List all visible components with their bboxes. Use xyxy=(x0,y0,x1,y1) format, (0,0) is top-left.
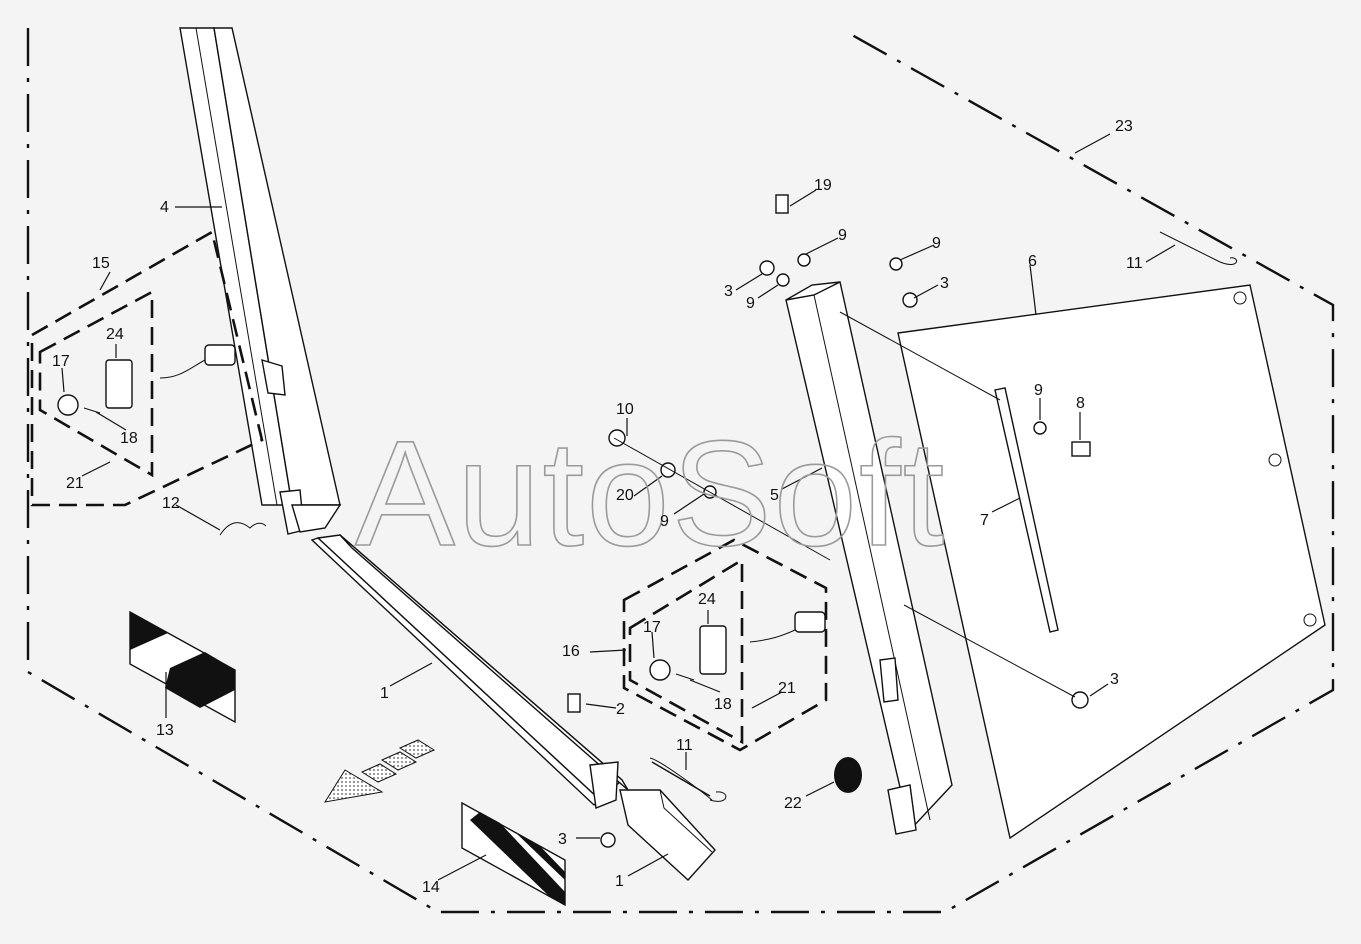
callout-15: 15 xyxy=(92,255,110,272)
callout-24a: 24 xyxy=(106,326,124,343)
part-7-strip xyxy=(994,387,1059,633)
callout-17a: 17 xyxy=(52,353,70,370)
callout-11b: 11 xyxy=(1126,255,1143,272)
callout-labels: 4 19 9 9 3 3 9 6 9 8 7 11 23 10 20 9 5 1… xyxy=(52,118,1143,896)
arrow-decal xyxy=(323,739,436,803)
watermark-text: AutoSoft xyxy=(355,409,946,577)
callout-9c: 9 xyxy=(746,295,755,312)
part-5-right-post xyxy=(785,281,953,835)
callout-21b: 21 xyxy=(778,680,796,697)
callout-12: 12 xyxy=(162,495,180,512)
part-4-left-post xyxy=(179,27,342,535)
callout-7: 7 xyxy=(980,512,989,529)
assembly-boundary xyxy=(26,28,1335,914)
callout-22: 22 xyxy=(784,795,802,812)
callout-21a: 21 xyxy=(66,475,84,492)
part-22-round-reflector xyxy=(834,757,862,793)
callout-11a: 11 xyxy=(676,737,693,754)
callout-3c: 3 xyxy=(558,831,567,848)
part-1-diagonal-beam xyxy=(310,534,716,881)
part-6-side-panel xyxy=(897,284,1326,840)
callout-19: 19 xyxy=(814,177,832,194)
callout-1a: 1 xyxy=(380,685,389,702)
callout-14: 14 xyxy=(422,879,440,896)
decal-13 xyxy=(129,610,236,724)
callout-9d: 9 xyxy=(1034,382,1043,399)
callout-9e: 9 xyxy=(660,513,669,530)
callout-24b: 24 xyxy=(698,591,716,608)
callout-5: 5 xyxy=(770,487,779,504)
callout-8: 8 xyxy=(1076,395,1085,412)
callout-13: 13 xyxy=(156,722,174,739)
callout-9b: 9 xyxy=(932,235,941,252)
callout-18a: 18 xyxy=(120,430,138,447)
callout-3a: 3 xyxy=(940,275,949,292)
callout-2: 2 xyxy=(616,701,625,718)
leader-lines xyxy=(61,133,1176,881)
callout-1b: 1 xyxy=(615,873,624,890)
hardware xyxy=(219,194,1238,848)
detail-box-15 xyxy=(30,230,264,507)
callout-9a: 9 xyxy=(838,227,847,244)
callout-10: 10 xyxy=(616,401,634,418)
callout-4: 4 xyxy=(160,199,169,216)
decal-14 xyxy=(461,801,566,907)
callout-6: 6 xyxy=(1028,253,1037,270)
callout-3b: 3 xyxy=(724,283,733,300)
detail-box-16 xyxy=(622,538,828,752)
callout-16: 16 xyxy=(562,643,580,660)
callout-3d: 3 xyxy=(1110,671,1119,688)
callout-20: 20 xyxy=(616,487,634,504)
callout-23: 23 xyxy=(1115,118,1133,135)
callout-17b: 17 xyxy=(643,619,661,636)
callout-18b: 18 xyxy=(714,696,732,713)
